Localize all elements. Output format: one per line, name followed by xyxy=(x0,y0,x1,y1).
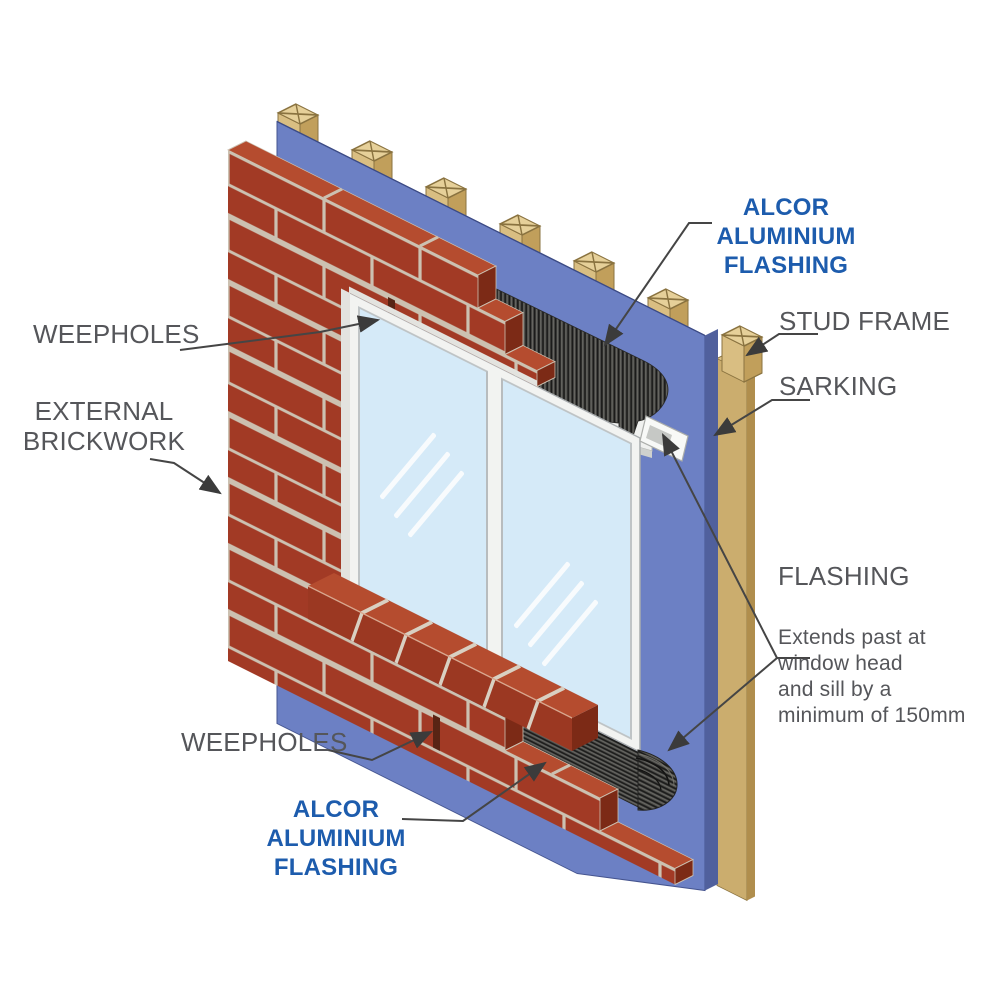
glass-reflections xyxy=(380,432,598,667)
flashing-note-heading: FLASHING xyxy=(778,561,910,592)
label-weepholes-bottom: WEEPHOLES xyxy=(181,727,348,757)
front-assembly xyxy=(227,140,694,886)
weephole-slot-sill xyxy=(433,714,440,751)
leader-alcor-bottom xyxy=(401,761,547,823)
leader-lines xyxy=(149,222,818,823)
label-weepholes-top: WEEPHOLES xyxy=(33,319,200,349)
external-brickwork-wall xyxy=(227,140,694,886)
leader-weepholes-top xyxy=(179,315,381,351)
window-mullion xyxy=(486,371,503,675)
jamb-reveal xyxy=(341,288,350,607)
label-external-brickwork: EXTERNAL BRICKWORK xyxy=(22,396,186,457)
stud-frame-plank xyxy=(716,354,756,902)
glass-pane-right xyxy=(502,379,631,739)
leader-flashing-sill xyxy=(667,657,778,752)
leader-sarking xyxy=(713,399,810,437)
label-flashing-note: FLASHING Extends past at window head and… xyxy=(778,531,988,759)
label-sarking: SARKING xyxy=(779,371,898,401)
head-reveal xyxy=(349,286,537,387)
leader-stud-frame xyxy=(745,333,818,357)
leader-alcor-top xyxy=(603,222,712,347)
label-stud-frame: STUD FRAME xyxy=(779,306,950,336)
flashing-note-body: Extends past at window head and sill by … xyxy=(778,626,966,727)
leader-weepholes-bottom xyxy=(327,731,433,762)
label-alcor-flashing-top: ALCOR ALUMINIUM FLASHING xyxy=(716,194,856,279)
leader-external-brickwork xyxy=(149,458,222,495)
label-alcor-flashing-bottom: ALCOR ALUMINIUM FLASHING xyxy=(266,796,406,881)
brick-sill-course xyxy=(308,573,598,751)
sill-flashing-nose xyxy=(633,749,678,811)
